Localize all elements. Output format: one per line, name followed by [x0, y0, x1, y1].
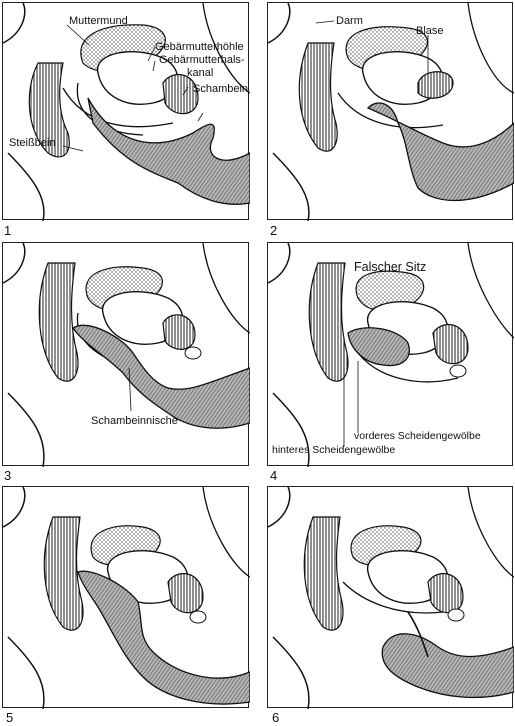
label-gebaermutterhoehle: Gebärmutterhöhle: [155, 41, 244, 53]
label-blase: Blase: [416, 25, 444, 37]
panel-2: Darm Blase: [267, 2, 513, 220]
label-schambein: Schambein: [193, 83, 248, 95]
panel-6: [267, 486, 513, 708]
anatomy-drawing-2: [268, 3, 514, 221]
panel-number-3: 3: [4, 469, 11, 482]
panel-number-6: 6: [272, 711, 279, 724]
panel-number-1: 1: [4, 224, 11, 237]
anatomy-drawing-6: [268, 487, 514, 709]
panel-4: Falscher Sitz vorderes Scheidengewölbe h…: [267, 242, 513, 466]
panel-title: Falscher Sitz: [354, 261, 426, 274]
label-muttermund: Muttermund: [69, 15, 128, 27]
anatomy-drawing-5: [3, 487, 250, 709]
label-hinteres-scheidengewoelbe: hinteres Scheidengewölbe: [272, 445, 395, 456]
label-darm: Darm: [336, 15, 363, 27]
anatomy-drawing-1: [3, 3, 250, 221]
panel-number-4: 4: [270, 469, 277, 482]
label-vorderes-scheidengewoelbe: vorderes Scheidengewölbe: [354, 431, 481, 442]
anatomy-drawing-3: [3, 243, 250, 467]
panel-number-5: 5: [6, 711, 13, 724]
panel-3: Schambeinnische: [2, 242, 249, 466]
panel-5: [2, 486, 249, 708]
label-gebaermutterhals: Gebärmutterhals-: [159, 54, 245, 66]
label-schambeinnische: Schambeinnische: [91, 415, 178, 427]
panel-1: Muttermund Gebärmutterhöhle Gebärmutterh…: [2, 2, 249, 220]
label-steissbein: Steißbein: [9, 137, 55, 149]
panel-number-2: 2: [270, 224, 277, 237]
label-kanal: kanal: [187, 67, 213, 79]
